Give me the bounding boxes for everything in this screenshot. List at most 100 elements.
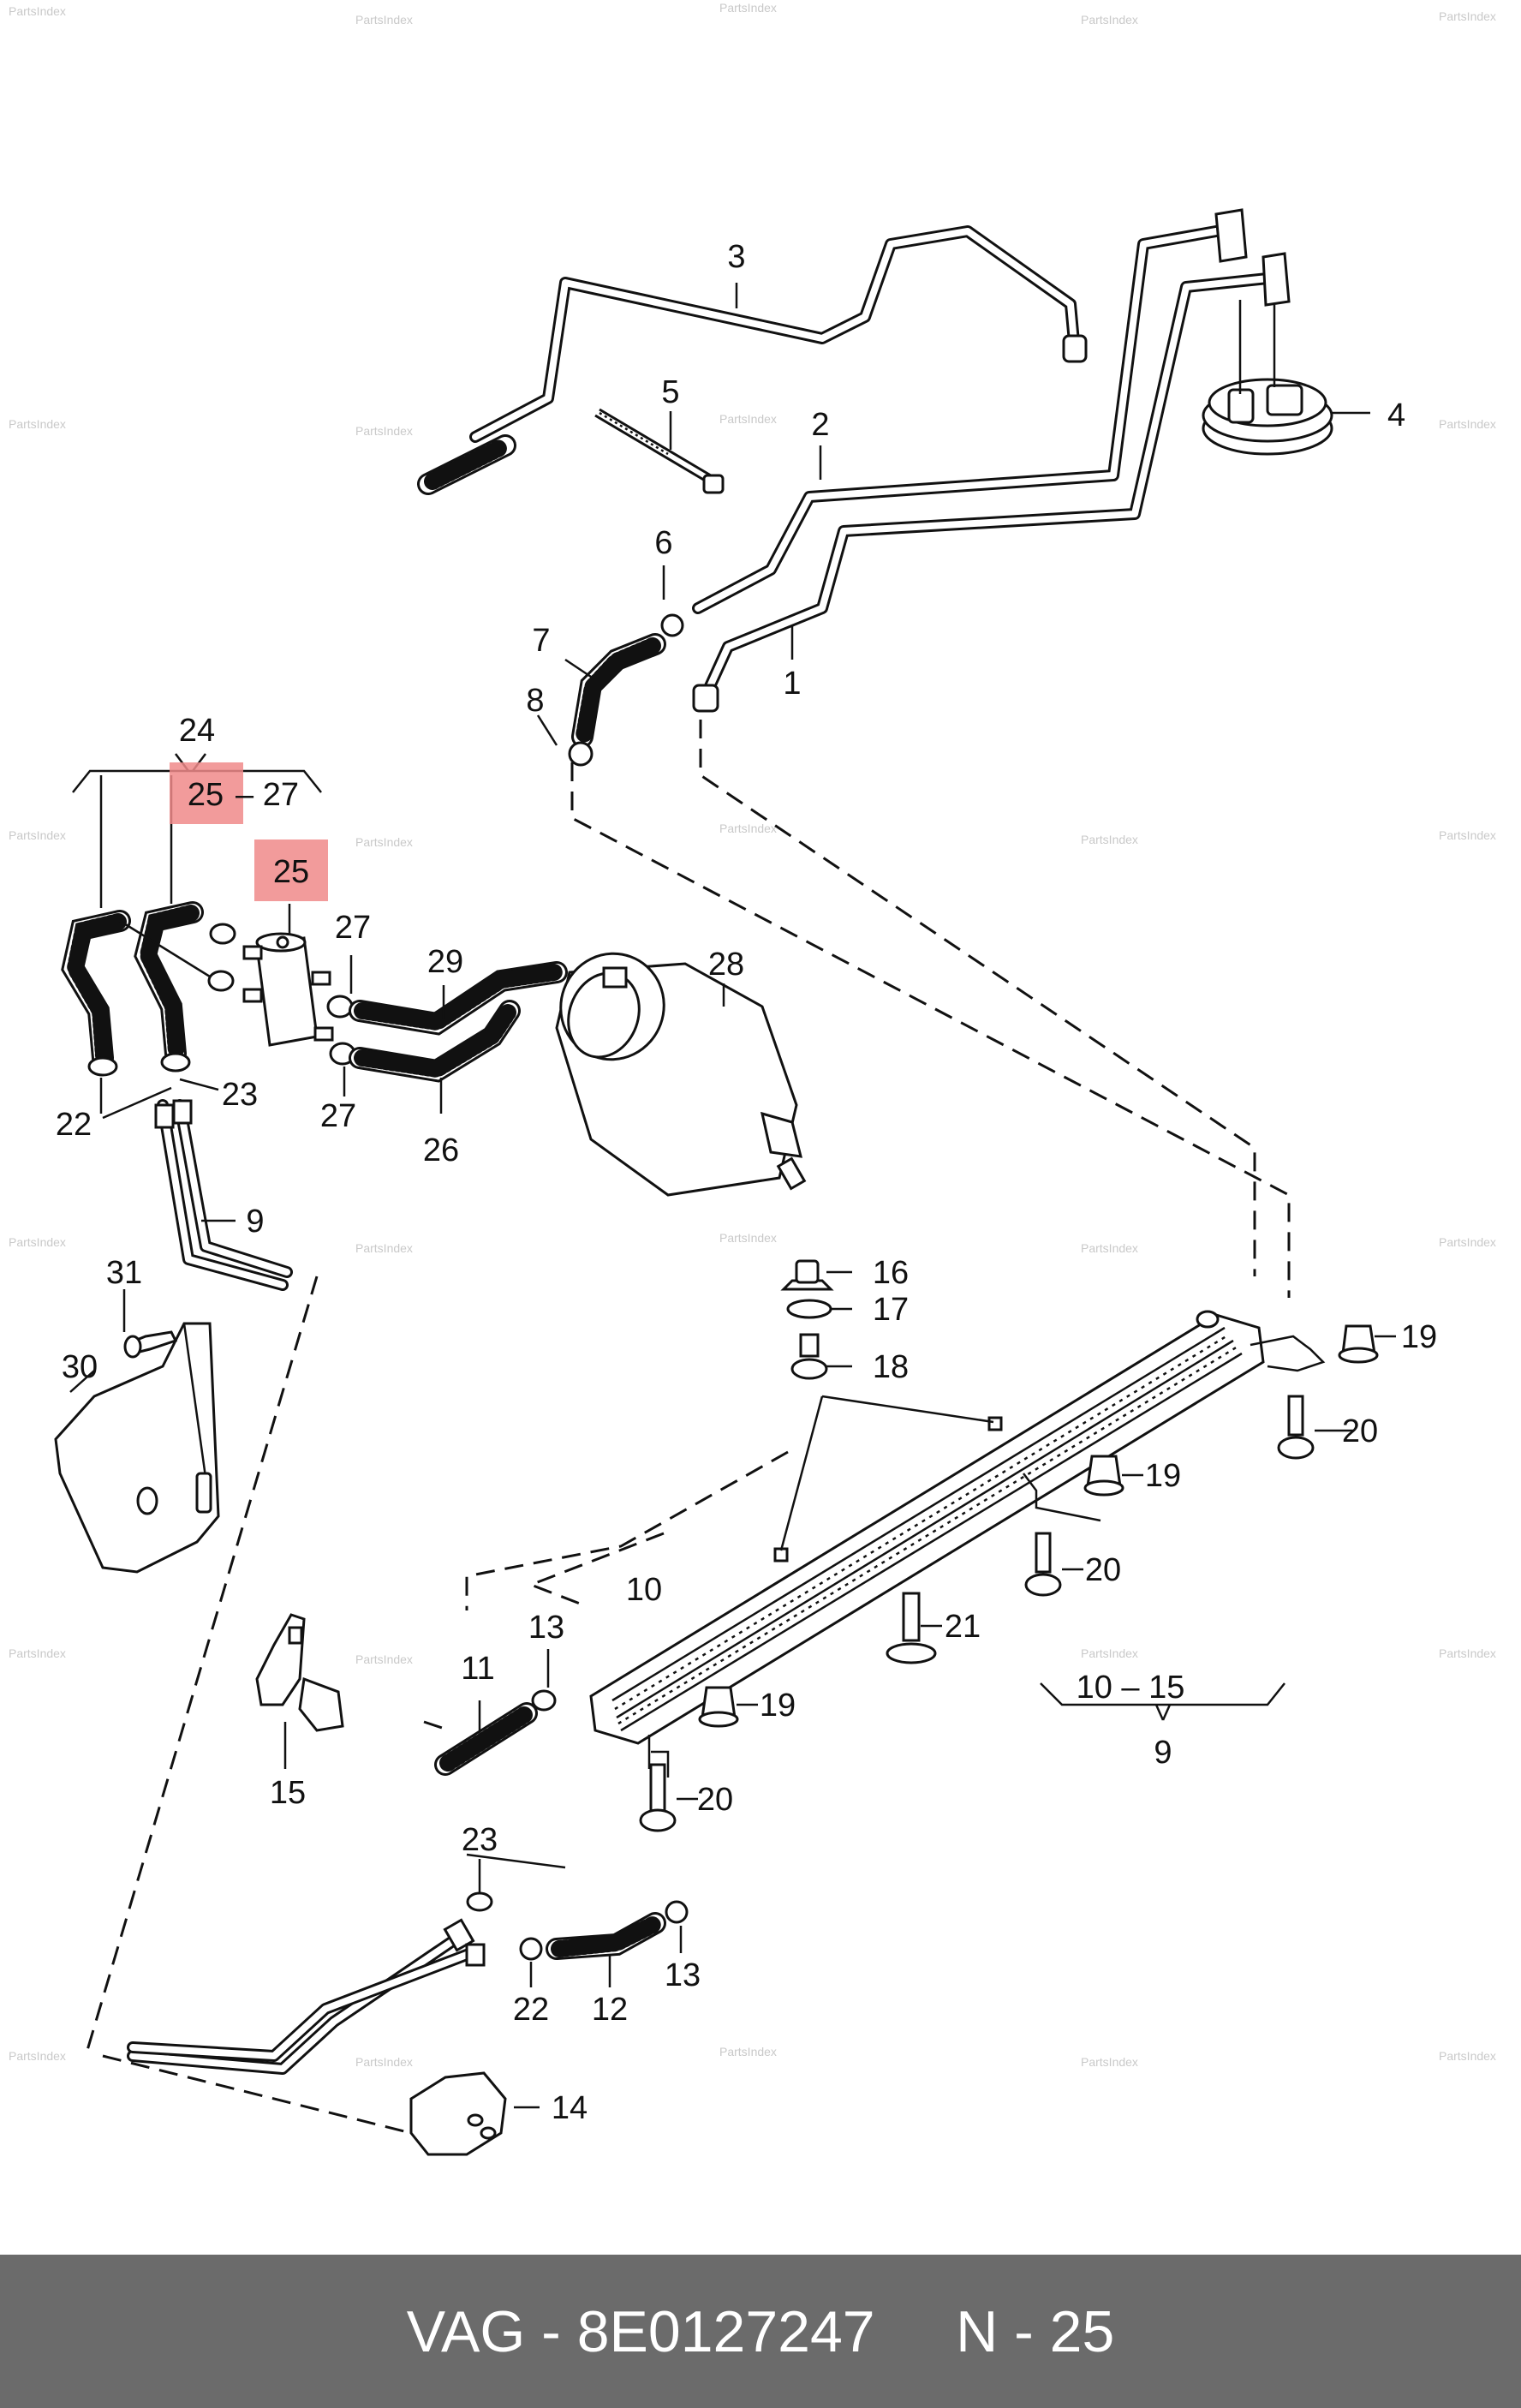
nut-16 [780,1259,834,1291]
clip-19c [698,1686,739,1728]
dashed-routing-lines [84,720,1291,2135]
bolt-20a [1277,1395,1315,1460]
fuel-filter-28 [555,952,807,1197]
label-9-top: 9 [246,1204,264,1240]
svg-text:PartsIndex: PartsIndex [355,424,413,438]
clamp-23 [160,1052,191,1073]
svg-text:PartsIndex: PartsIndex [719,1231,777,1245]
hose-12 [546,1912,666,1960]
bracket-30 [54,1322,220,1574]
callout-labels: 3 2 4 5 6 1 7 8 24 25 – 27 25 27 29 28 2… [56,239,1437,2126]
svg-text:PartsIndex: PartsIndex [355,1241,413,1255]
svg-text:PartsIndex: PartsIndex [1081,2055,1138,2069]
hose-22 [61,910,131,1069]
label-30: 30 [62,1349,98,1385]
hose-26 [349,1000,521,1083]
bolt-20b [1024,1532,1062,1597]
clip-19a [1338,1324,1379,1364]
svg-text:PartsIndex: PartsIndex [1081,1241,1138,1255]
fuel-flange-4 [1202,300,1333,456]
label-16: 16 [873,1255,909,1291]
fuel-pipe-9-left [154,1099,293,1291]
clamp-22b [519,1937,543,1961]
label-20-right: 20 [1342,1413,1378,1449]
fuel-pipe-3 [417,225,1088,495]
leader-lines-filter [99,904,725,1120]
cable-tie-5 [594,408,725,494]
label-25-range: 25 [188,777,224,813]
connector-rod [119,919,211,978]
label-9-bottom: 9 [1154,1735,1172,1771]
clamp-23b [466,1891,493,1912]
svg-text:PartsIndex: PartsIndex [1439,1646,1496,1660]
svg-text:PartsIndex: PartsIndex [1439,1235,1496,1249]
label-5: 5 [661,374,679,410]
label-28: 28 [708,947,744,983]
label-25: 25 [273,854,309,890]
label-18: 18 [873,1349,909,1385]
leader-lines-bottom [466,1735,683,1987]
fuel-rail-assembly-10 [589,1310,1326,1778]
svg-text:PartsIndex: PartsIndex [9,828,66,842]
parts-diagram: PartsIndex PartsIndex PartsIndex PartsIn… [9,1,1496,2156]
svg-text:PartsIndex: PartsIndex [1439,9,1496,23]
label-15: 15 [270,1775,306,1811]
bolt-18 [790,1333,828,1380]
label-22-bottom: 22 [513,1992,549,2028]
label-14: 14 [552,2090,588,2126]
svg-text:PartsIndex: PartsIndex [9,2049,66,2063]
clip-15 [255,1613,344,1769]
label-27-bottom: 27 [320,1098,356,1134]
label-24: 24 [179,713,215,749]
label-22-top: 22 [56,1107,92,1143]
svg-text:PartsIndex: PartsIndex [9,417,66,431]
svg-text:PartsIndex: PartsIndex [1081,13,1138,27]
svg-text:PartsIndex: PartsIndex [9,1646,66,1660]
washer-17 [786,1299,832,1319]
label-29: 29 [427,944,463,980]
svg-text:PartsIndex: PartsIndex [1081,1646,1138,1660]
svg-text:PartsIndex: PartsIndex [719,412,777,426]
label-12: 12 [592,1992,628,2028]
label-19-middle: 19 [1145,1458,1181,1494]
label-2: 2 [811,407,829,443]
label-13-top: 13 [528,1610,564,1646]
svg-text:PartsIndex: PartsIndex [355,13,413,27]
label-3: 3 [727,239,745,275]
label-10: 10 [626,1572,662,1608]
svg-text:PartsIndex: PartsIndex [9,1235,66,1249]
label-23-bottom: 23 [462,1822,498,1858]
label-17: 17 [873,1292,909,1328]
svg-text:PartsIndex: PartsIndex [1439,417,1496,431]
fuel-pipe-1 [692,252,1291,713]
part-number-footer: VAG - 8E0127247 N - 25 [0,2255,1521,2408]
svg-text:PartsIndex: PartsIndex [355,835,413,849]
clamp-22 [87,1056,118,1077]
highlight-25-b [254,840,328,901]
leader-30 [69,1370,95,1393]
leader-lines-fasteners [677,1335,1396,1801]
clip-14 [409,2071,540,2156]
label-20-left: 20 [697,1782,733,1818]
bracket-10-15 [1040,1682,1285,1721]
label-21: 21 [945,1609,981,1645]
hose-23 [134,901,204,1065]
label-26: 26 [423,1132,459,1168]
clip-19b [1083,1455,1124,1497]
label-7: 7 [532,623,550,659]
hose-29 [349,961,568,1036]
label-11: 11 [461,1651,494,1687]
svg-text:PartsIndex: PartsIndex [1081,833,1138,846]
svg-text:PartsIndex: PartsIndex [9,4,66,18]
svg-text:PartsIndex: PartsIndex [719,1,777,15]
leader-18-to-rail-b [779,1395,824,1551]
watermark-layer: PartsIndex PartsIndex PartsIndex PartsIn… [9,1,1496,2069]
label-13-bottom: 13 [665,1957,701,1993]
svg-text:PartsIndex: PartsIndex [719,822,777,835]
label-23-top: 23 [222,1077,258,1113]
label-27-top: 27 [335,910,371,946]
label-10-15: 10 – 15 [1077,1670,1185,1706]
label-20-middle: 20 [1085,1552,1121,1588]
svg-text:PartsIndex: PartsIndex [355,2055,413,2069]
clamps-27 [207,923,356,1066]
